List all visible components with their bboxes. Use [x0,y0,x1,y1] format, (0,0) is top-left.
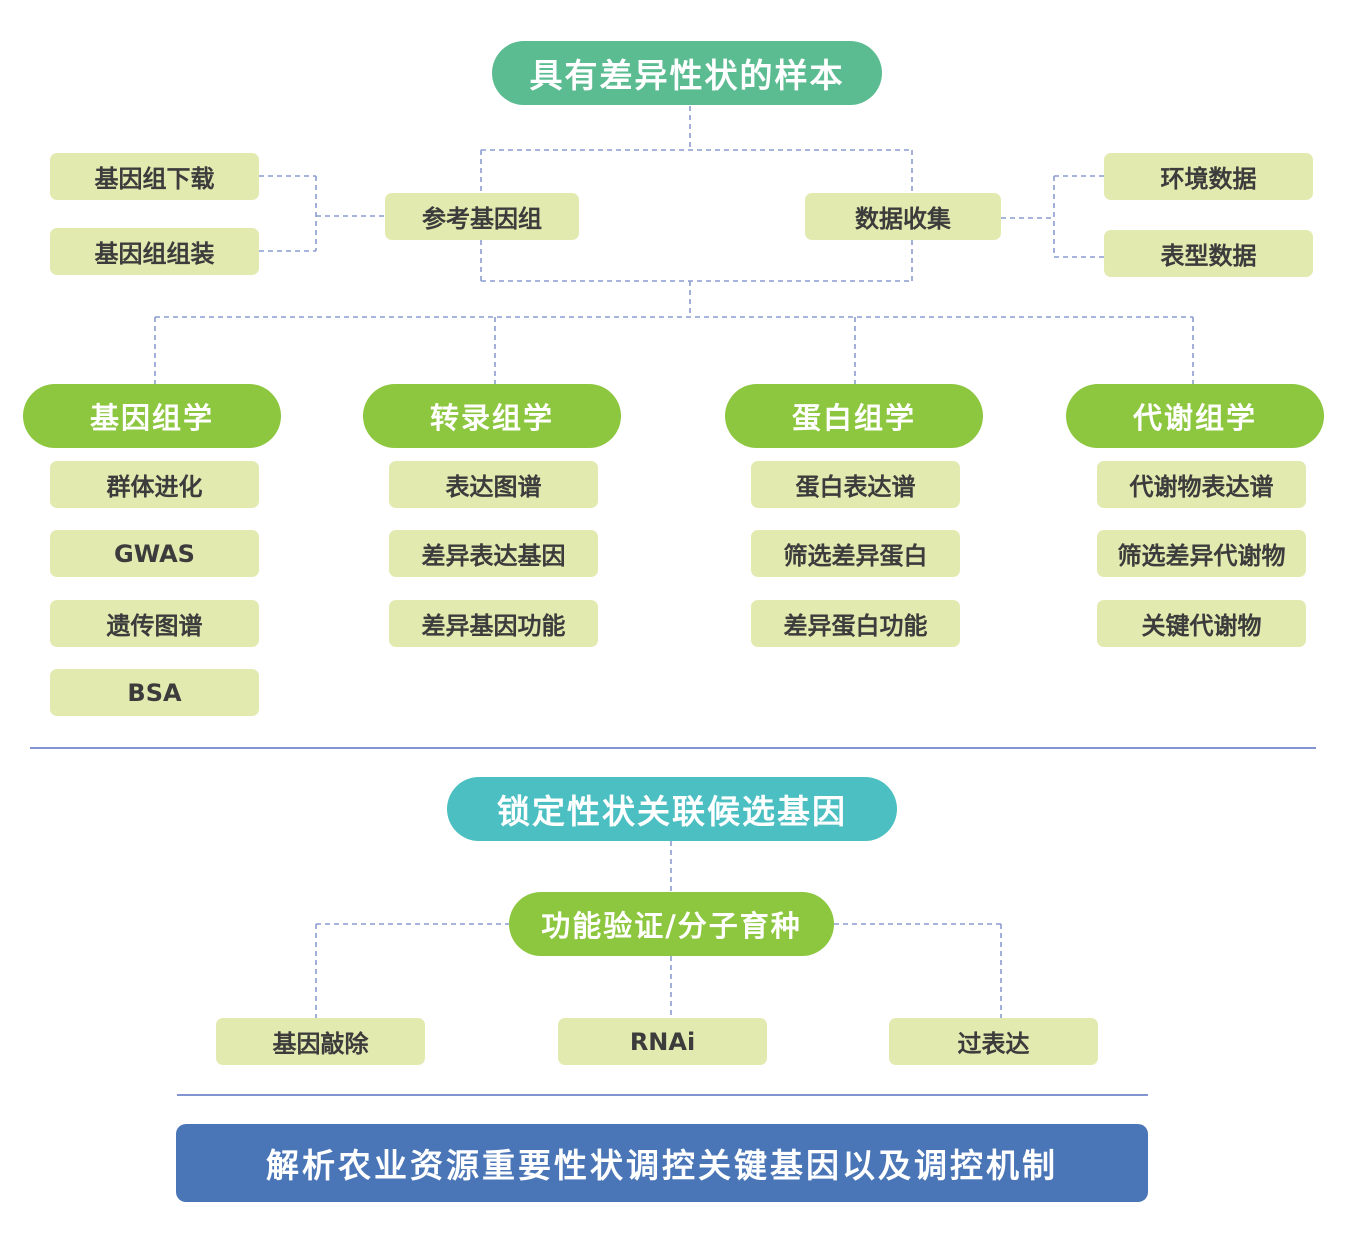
gene-knockout-node: 基因敲除 [216,1018,425,1065]
validation-node: 功能验证/分子育种 [509,892,834,956]
root-node: 具有差异性状的样本 [492,41,882,105]
rnai-node: RNAi [558,1018,767,1065]
proteomics-header: 蛋白组学 [725,384,983,448]
data-collection-node: 数据收集 [805,193,1001,240]
genomics-item: 遗传图谱 [50,600,259,647]
metabolomics-item: 关键代谢物 [1097,600,1306,647]
transcriptomics-header: 转录组学 [363,384,621,448]
genomics-item: 群体进化 [50,461,259,508]
candidate-gene-node: 锁定性状关联候选基因 [447,777,897,841]
genomics-item: GWAS [50,530,259,577]
genomics-header: 基因组学 [23,384,281,448]
genome-download-node: 基因组下载 [50,153,259,200]
proteomics-item: 差异蛋白功能 [751,600,960,647]
proteomics-item: 筛选差异蛋白 [751,530,960,577]
transcriptomics-item: 差异基因功能 [389,600,598,647]
genome-assembly-node: 基因组组装 [50,228,259,275]
conclusion-banner: 解析农业资源重要性状调控关键基因以及调控机制 [176,1124,1148,1202]
metabolomics-item: 代谢物表达谱 [1097,461,1306,508]
transcriptomics-item: 差异表达基因 [389,530,598,577]
phenotype-data-node: 表型数据 [1104,230,1313,277]
transcriptomics-item: 表达图谱 [389,461,598,508]
overexpression-node: 过表达 [889,1018,1098,1065]
metabolomics-item: 筛选差异代谢物 [1097,530,1306,577]
genomics-item: BSA [50,669,259,716]
metabolomics-header: 代谢组学 [1066,384,1324,448]
reference-genome-node: 参考基因组 [385,193,579,240]
proteomics-item: 蛋白表达谱 [751,461,960,508]
environment-data-node: 环境数据 [1104,153,1313,200]
